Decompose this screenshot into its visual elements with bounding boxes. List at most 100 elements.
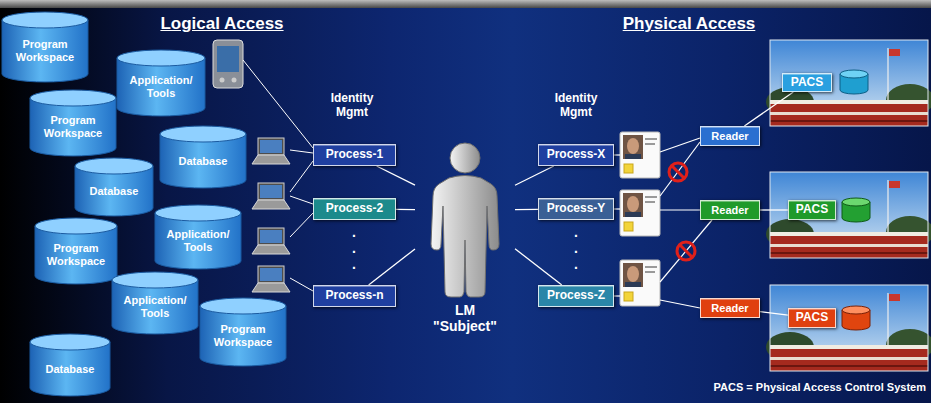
person-figure <box>431 143 499 297</box>
node-text: PACS <box>796 203 828 217</box>
reader-box: Reader <box>700 298 760 318</box>
id-badge <box>620 260 660 306</box>
section-title: Logical Access <box>137 14 307 34</box>
pda-button <box>232 78 237 83</box>
badge-links <box>614 138 712 308</box>
process-box: Process-2 <box>313 198 396 220</box>
connector-line <box>515 209 538 211</box>
text-holder: Program Workspace <box>40 234 112 276</box>
device-link <box>243 60 313 148</box>
db-top <box>842 198 870 206</box>
ellipsis-dot: . <box>344 256 364 272</box>
id-badge <box>620 132 660 178</box>
data-store-cylinder: Program Workspace <box>35 218 117 284</box>
badge-link <box>614 154 620 155</box>
process-box: Process-Z <box>538 285 614 307</box>
building-photo <box>766 285 931 371</box>
node-text: Process-Z <box>547 289 605 303</box>
badge-link <box>614 295 620 296</box>
node-text: Program Workspace <box>205 323 281 348</box>
data-store-cylinder: Database <box>75 158 153 216</box>
laptop-icon <box>252 266 290 292</box>
cylinder-body <box>35 226 117 284</box>
data-store-cylinder: Application/ Tools <box>155 205 241 269</box>
cylinder-top <box>112 272 198 288</box>
cylinder-top <box>200 298 286 314</box>
identity-label: Identity Mgmt <box>545 92 607 120</box>
pacs-database-icon <box>840 70 868 94</box>
node-text: Reader <box>711 302 748 315</box>
person-figure <box>415 140 515 300</box>
cylinder-top <box>160 126 246 142</box>
db-top <box>840 70 868 78</box>
ellipsis-dot: . <box>344 240 364 256</box>
text-holder: Program Workspace <box>205 314 281 358</box>
ellipsis-dot: . <box>344 224 364 240</box>
node-text: Reader <box>711 130 748 143</box>
node-text: Program Workspace <box>40 242 112 267</box>
reader-box: Reader <box>700 200 760 220</box>
pda-body <box>213 40 243 88</box>
node-text: Process-X <box>547 148 606 162</box>
text-holder: Process-X <box>547 148 606 162</box>
pda-icon <box>213 40 243 88</box>
no-access-sign <box>677 242 695 260</box>
node-text: Process-2 <box>326 202 383 216</box>
person-head <box>450 143 480 173</box>
connector-line <box>377 166 415 185</box>
node-text: Database <box>179 155 228 168</box>
node-text: LM "Subject" <box>429 302 501 334</box>
device-link <box>290 150 313 153</box>
data-store-cylinder: Program Workspace <box>200 298 286 366</box>
process-box: Process-1 <box>313 144 396 166</box>
building-photo <box>766 172 931 258</box>
text-holder: Process-Y <box>547 202 606 216</box>
cylinder-body <box>117 58 205 116</box>
process-box: Process-Y <box>538 198 614 220</box>
laptop-icon <box>252 228 290 254</box>
cylinder-body <box>2 20 88 82</box>
section-title: Physical Access <box>599 14 779 34</box>
reader-box: Reader <box>700 126 760 146</box>
data-store-cylinder: Database <box>30 334 110 396</box>
node-text: PACS <box>791 76 823 90</box>
badge-link <box>660 209 700 210</box>
data-store-cylinder: Database <box>160 126 246 188</box>
cylinder-top <box>30 334 110 350</box>
text-holder: Application/ Tools <box>117 288 193 326</box>
db-top <box>842 306 870 314</box>
no-access-sign <box>669 163 687 181</box>
text-holder: Process-1 <box>326 148 383 162</box>
connector-line <box>515 249 562 285</box>
text-holder: Reader <box>711 302 748 315</box>
data-store-cylinder: Program Workspace <box>2 12 88 82</box>
text-holder: Program Workspace <box>35 106 111 148</box>
cylinder-top <box>35 218 117 234</box>
text-holder: Reader <box>711 130 748 143</box>
ellipsis-dot: . <box>566 240 586 256</box>
building-photo <box>766 40 931 126</box>
device-link <box>290 161 313 192</box>
text-holder: Process-n <box>325 289 383 303</box>
person-body <box>431 176 499 298</box>
footnote: PACS = Physical Access Control System <box>686 381 926 394</box>
text-holder: Process-Z <box>547 289 605 303</box>
laptop-icon <box>252 138 290 164</box>
pacs-database-icon <box>842 198 870 222</box>
text-holder: Program Workspace <box>7 28 83 74</box>
text-holder: Process-2 <box>326 202 383 216</box>
connector-line <box>369 249 415 285</box>
cylinder-body <box>30 98 116 156</box>
connector-line <box>744 92 793 126</box>
data-store-cylinder: Application/ Tools <box>117 50 205 116</box>
process-box: Process-X <box>538 144 614 166</box>
pacs-box: PACS <box>788 308 836 328</box>
text-holder: PACS <box>796 311 828 325</box>
device-link <box>290 196 313 204</box>
badge-link <box>614 208 620 209</box>
text-holder: Database <box>80 174 148 208</box>
text-holder: PACS <box>796 203 828 217</box>
device-links <box>243 60 313 291</box>
blocked-link <box>660 142 700 196</box>
